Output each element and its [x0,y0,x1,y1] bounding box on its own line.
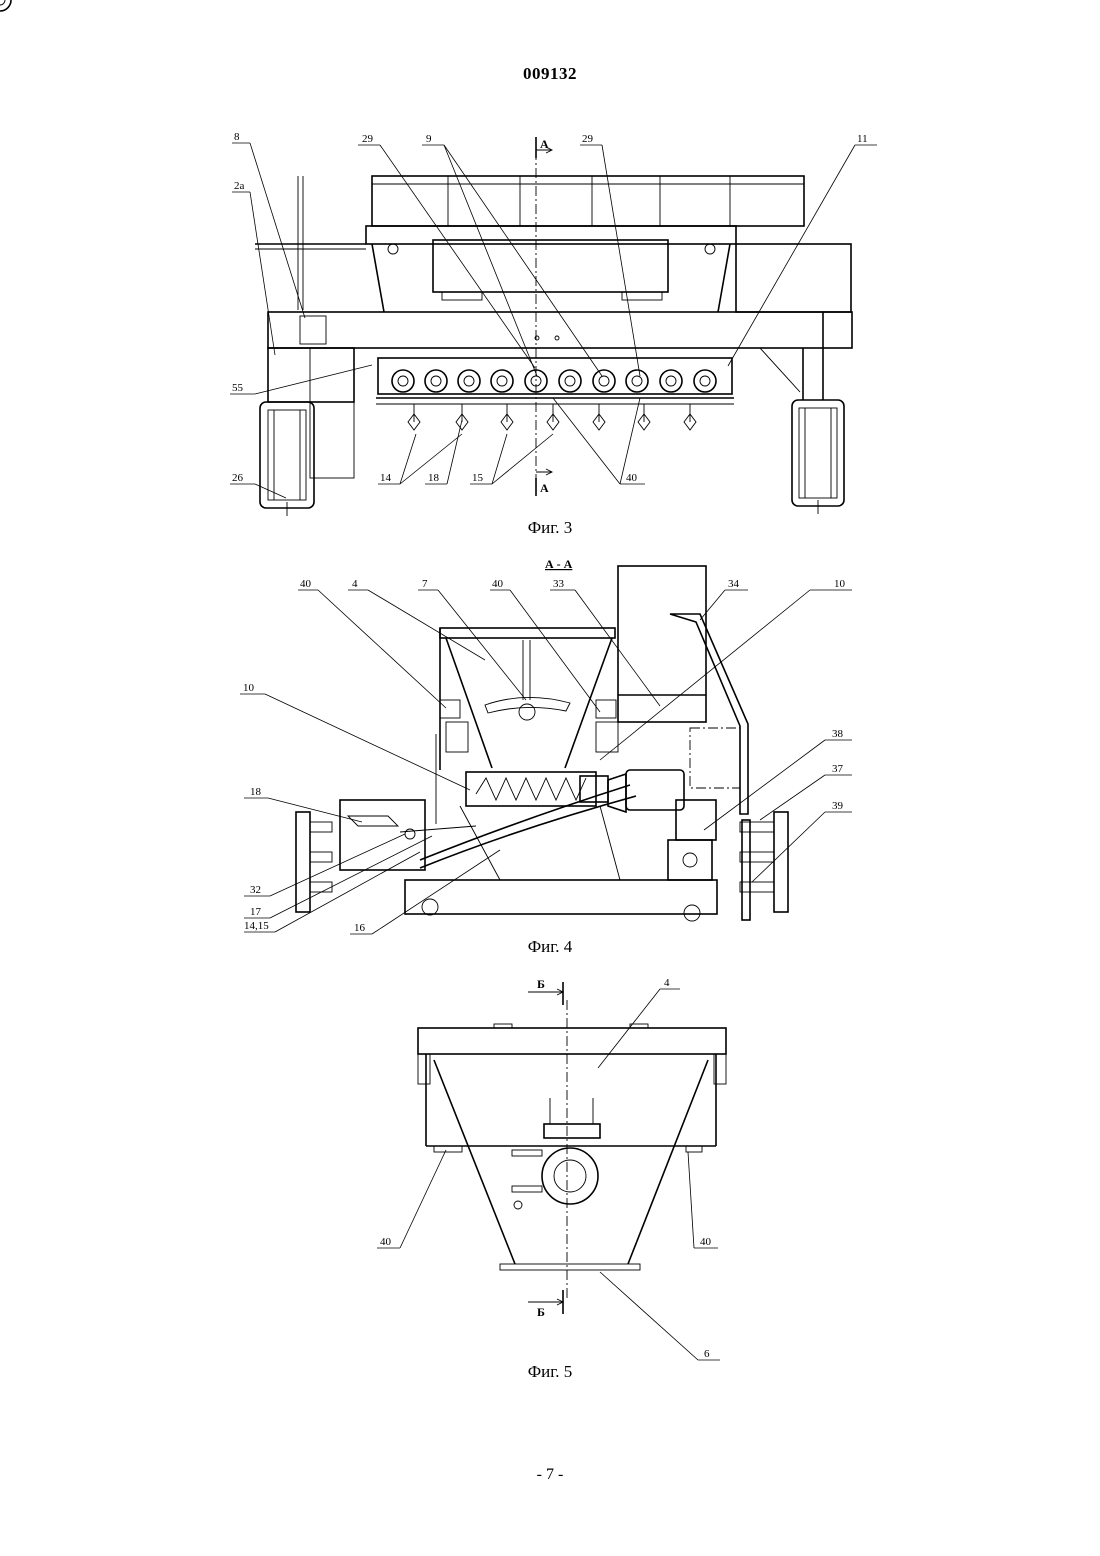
right-wheel [792,400,844,514]
fig4-label-39: 39 [832,800,844,812]
figure-5-caption: Фиг. 5 [0,1362,1100,1382]
fig5-hopper [418,1024,726,1270]
figure-3-drawing: 8 2а 29 9 29 11 55 26 14 18 15 40 А А [0,0,877,516]
fig4-label-16: 16 [354,922,366,934]
fig4-label-4: 4 [352,578,358,590]
fig3-label-8: 8 [234,131,240,143]
fig3-label-55: 55 [232,382,244,394]
fig3-label-14: 14 [380,472,392,484]
fig3-leaders [230,143,877,498]
fig5-label-40-left: 40 [380,1236,392,1248]
fig4-frame [405,806,717,921]
fig4-left-carriage [296,734,476,912]
fig5-leaders [377,989,720,1360]
fig3-label-29-right: 29 [582,133,594,145]
fig3-label-26: 26 [232,472,244,484]
fig3-label-40: 40 [626,472,638,484]
figure-5-drawing: 4 40 40 6 Б Б [377,977,726,1360]
hopper-body [366,226,736,340]
nozzles [408,404,696,430]
fig3-label-15: 15 [472,472,484,484]
fig4-label-14-15: 14,15 [244,920,269,932]
fig3-section-mark-top: А [540,137,549,151]
fig4-chute [618,566,748,814]
fig3-label-18: 18 [428,472,440,484]
fig4-section-title: А - А [545,557,573,571]
fig4-label-40-center: 40 [492,578,504,590]
fig3-label-29-left: 29 [362,133,374,145]
fig4-label-7: 7 [422,578,428,590]
figure-3-caption: Фиг. 3 [0,518,1100,538]
control-panel-icon [300,316,326,344]
fig3-label-11: 11 [857,133,868,145]
fig4-label-33: 33 [553,578,565,590]
fig4-label-10-right: 10 [834,578,846,590]
fig5-section-mark-top: Б [537,977,545,991]
fig4-label-17: 17 [250,906,262,918]
fig4-label-38: 38 [832,728,844,740]
fig3-label-2a: 2а [234,180,245,192]
figure-4-caption: Фиг. 4 [0,937,1100,957]
fig3-section-mark-bottom: А [540,481,549,495]
feeder-rail [0,0,734,404]
fig5-outlet-flange [512,1098,600,1209]
fig5-section-mark-bottom: Б [537,1305,545,1319]
fig4-label-40-left: 40 [300,578,312,590]
fig5-label-6: 6 [704,1348,710,1360]
top-railing [372,176,804,226]
fig4-label-32: 32 [250,884,261,896]
page-number: - 7 - [0,1466,1100,1484]
fig5-label-4: 4 [664,977,670,989]
fig4-right-carriage [740,812,788,920]
fig5-label-40-right: 40 [700,1236,712,1248]
fig4-label-34: 34 [728,578,740,590]
fig4-hose [420,785,630,860]
fig4-auger [466,770,716,880]
fig4-label-10-left: 10 [243,682,255,694]
fig4-label-18: 18 [250,786,262,798]
fig3-label-9: 9 [426,133,432,145]
fig4-label-37: 37 [832,763,844,775]
left-wheel [260,402,314,516]
figure-4-drawing: А - А [240,557,852,934]
